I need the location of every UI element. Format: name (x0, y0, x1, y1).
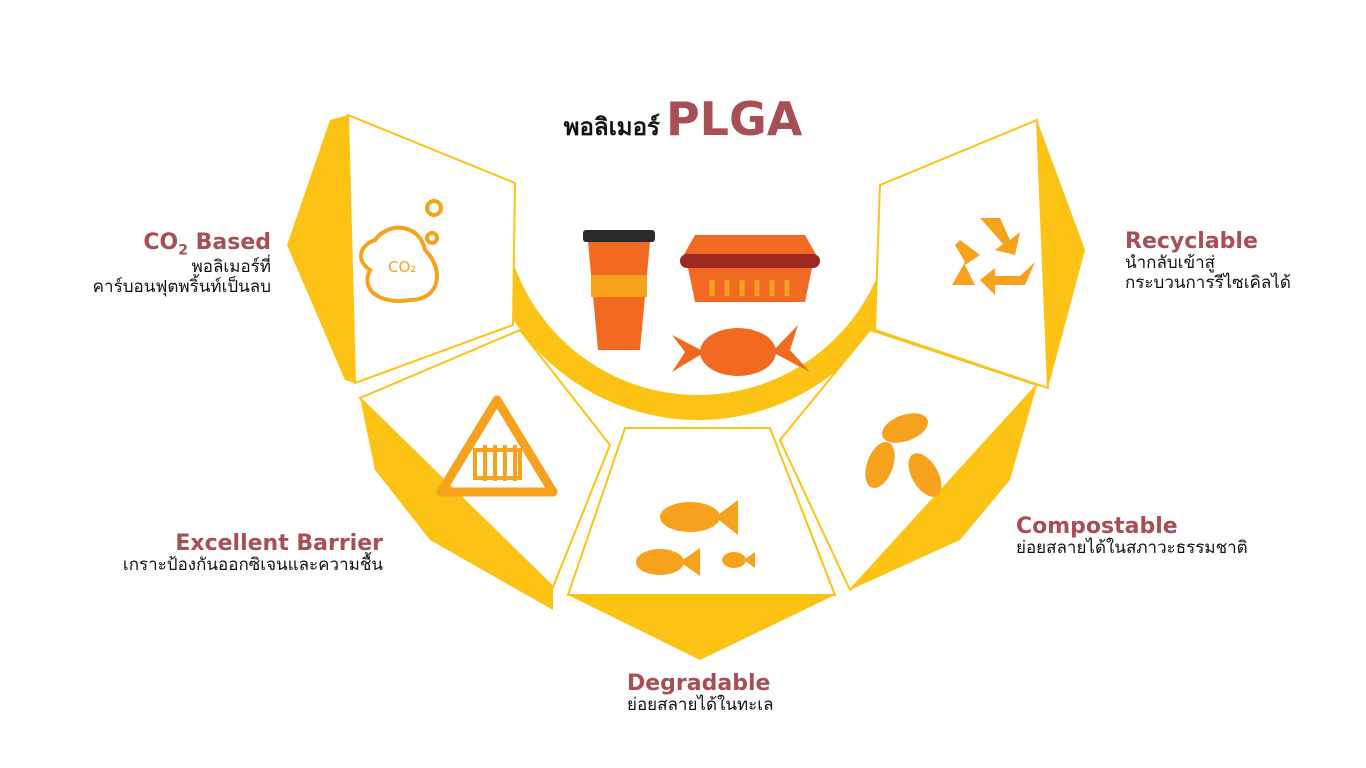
heading-subscript: 2 (178, 242, 188, 259)
panel-co2 (346, 113, 517, 385)
feature-desc: พอลิเมอร์ที่ (191, 257, 271, 278)
title-thai: พอลิเมอร์ (563, 113, 660, 141)
feature-desc: ย่อยสลายได้ในทะเล (627, 695, 774, 716)
title-plga: PLGA (665, 92, 803, 146)
feature-desc: นำกลับเข้าสู่ (1125, 253, 1216, 274)
svg-text:CO₂: CO₂ (388, 258, 416, 276)
fish-icon (636, 500, 755, 576)
feature-excellent-barrier: Excellent Barrier เกราะป้องกันออกซิเจนแล… (123, 531, 383, 576)
feature-desc: ย่อยสลายได้ในสภาวะธรรมชาติ (1016, 538, 1248, 559)
wedge-recyclable (1037, 120, 1085, 388)
feature-recyclable: Recyclable นำกลับเข้าสู่ กระบวนการรีไซเค… (1125, 229, 1291, 293)
co2-bubble-icon: CO₂ (359, 199, 443, 303)
feature-co2-based: CO2 Based พอลิเมอร์ที่ คาร์บอนฟุตพริ้นท์… (93, 230, 271, 298)
heading-part: CO (143, 230, 179, 255)
feature-degradable: Degradable ย่อยสลายได้ในทะเล (627, 671, 774, 716)
page-title: พอลิเมอร์PLGA (0, 92, 1366, 146)
cup-icon (583, 230, 655, 350)
wedge-degradable (568, 595, 835, 660)
food-box-icon (680, 235, 820, 302)
feature-heading: Degradable (627, 671, 771, 696)
feature-desc: กระบวนการรีไซเคิลได้ (1125, 272, 1291, 293)
feature-compostable: Compostable ย่อยสลายได้ในสภาวะธรรมชาติ (1016, 514, 1248, 559)
central-ring (478, 200, 918, 420)
feature-desc: เกราะป้องกันออกซิเจนและความชื้น (122, 555, 383, 576)
fence-warning-icon (436, 395, 558, 497)
feature-heading: Compostable (1016, 514, 1178, 539)
feature-heading: Excellent Barrier (175, 531, 383, 556)
feature-heading: CO2 Based (93, 230, 271, 258)
heading-part: Based (187, 230, 271, 255)
recycle-icon (952, 218, 1035, 295)
candy-icon (672, 325, 810, 376)
wedge-co2 (287, 115, 355, 383)
wedge-barrier (360, 398, 553, 610)
leaves-cycle-icon (865, 413, 942, 497)
feature-heading: Recyclable (1125, 229, 1258, 254)
feature-desc: คาร์บอนฟุตพริ้นท์เป็นลบ (92, 277, 271, 298)
